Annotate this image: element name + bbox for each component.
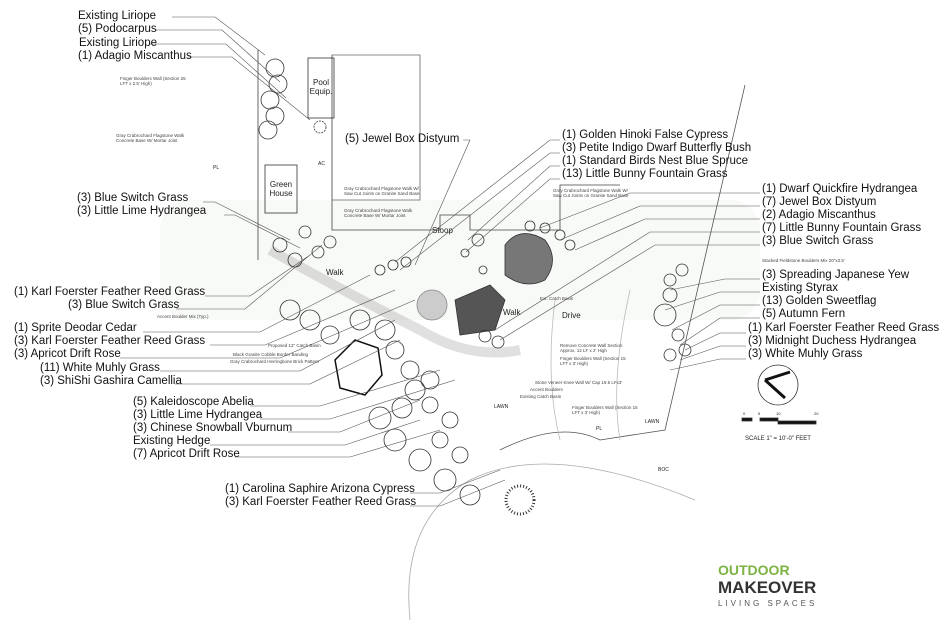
plant-label: (2) Adagio Miscanthus (762, 209, 876, 221)
walk-label-2: Walk (503, 308, 521, 317)
scale-tick: 0 (743, 411, 746, 416)
note-flagstone-2: Gray Crabrochard Flagstone Walk W/ Saw C… (344, 186, 420, 196)
note-accent-boulder-mix: Accent Boulder Mix (Typ.) (157, 314, 209, 319)
gazebo (334, 339, 383, 396)
plant-label: (3) Blue Switch Grass (77, 192, 189, 204)
note-flagstone-3: Gray Crabrochard Flagstone Walk Concrete… (344, 208, 413, 218)
plant-label: (1) Karl Foerster Feather Reed Grass (14, 286, 206, 298)
north-arrow-icon (757, 364, 799, 406)
note-existing-catch: Existing Catch Basin (520, 394, 562, 399)
property-line (257, 50, 620, 260)
plant-label: (11) White Muhly Grass (40, 362, 160, 374)
plant-label: (3) Apricot Drift Rose (14, 348, 121, 360)
scale-bar (741, 417, 817, 425)
plant-label: (3) Karl Foerster Feather Reed Grass (14, 335, 206, 347)
stoop-label: Stoop (432, 226, 453, 235)
plant-label: Existing Styrax (762, 282, 839, 294)
plant-label: (3) Petite Indigo Dwarf Butterfly Bush (562, 142, 752, 154)
plant-label: (5) Kaleidoscope Abelia (133, 396, 254, 408)
house-outline (331, 54, 421, 201)
plant-label: Existing Liriope (79, 37, 157, 49)
plant-label: (3) ShiShi Gashira Camellia (40, 375, 182, 387)
drive-edge (599, 84, 746, 441)
logo-makeover: MAKEOVER (718, 578, 817, 597)
logo-living-spaces: LIVING SPACES (718, 599, 818, 608)
scale-tick: 20 (814, 411, 819, 416)
note-granite-banding: Black Granite Cobble Border Banding (233, 352, 309, 357)
plant-label: (5) Autumn Fern (762, 308, 846, 320)
note-flagstone-1: Gray Crabrochard Flagstone Walk Concrete… (116, 133, 185, 143)
note-stacked-fieldstone: Stacked Fieldstone Boulders Mix 20"x3.5' (762, 258, 845, 263)
boc-curve (408, 463, 696, 621)
drive-left (550, 299, 561, 441)
plant-label: Existing Hedge (133, 435, 211, 447)
plant-label: (1) Carolina Saphire Arizona Cypress (225, 483, 415, 495)
note-finger-wall-3: Finger Boulders Wall (Section 15 LFT x 3… (572, 405, 638, 415)
plant-label: (1) Dwarf Quickfire Hydrangea (762, 183, 918, 195)
plant-label: (13) Little Bunny Fountain Grass (562, 168, 728, 180)
pool-equip-label: Pool Equip. (309, 78, 333, 96)
note-finger-boulders: Finger Boulders Wall (Section 25 LFT x 2… (120, 76, 186, 86)
plant-label: (1) Sprite Deodar Cedar (14, 322, 137, 334)
drive-label: Drive (562, 311, 581, 320)
drive-right (616, 289, 631, 441)
green-house-label: Green House (269, 180, 293, 198)
note-finger-wall-2: Finger Boulders Wall (Section 15 LFT x 3… (560, 356, 626, 366)
note-stone-veneer: Stone Veneer Knee Wall W/ Cap 19.5 LFx3' (535, 380, 623, 385)
plant-label: (1) Standard Birds Nest Blue Spruce (562, 155, 749, 167)
scale-tick: 5 (758, 411, 761, 416)
company-logo: OUTDOOR MAKEOVER LIVING SPACES (718, 562, 817, 609)
plant-label: Existing Liriope (78, 10, 156, 22)
pl-label-1: PL (213, 165, 220, 171)
plant-label: (5) Podocarpus (78, 23, 157, 35)
note-accent-boulders: Accent Boulders (530, 387, 563, 392)
plant-label: (5) Jewel Box Distyum (345, 133, 460, 145)
logo-outdoor: OUTDOOR (718, 562, 790, 578)
plant-label: (3) Karl Foerster Feather Reed Grass (225, 496, 417, 508)
plant-label: (3) Blue Switch Grass (762, 235, 874, 247)
pond (504, 233, 553, 285)
note-remove-wall: Remove Concrete Wall Section Approx. 12 … (560, 343, 623, 353)
pl-curve (499, 431, 601, 451)
leader-lines (120, 16, 760, 507)
plant-label: (13) Golden Sweetflag (762, 295, 877, 307)
plant-label: (3) Little Lime Hydrangea (133, 409, 263, 421)
plant-label: (7) Apricot Drift Rose (133, 448, 240, 460)
walk-path (267, 245, 521, 358)
lawn-label-1: LAWN (494, 404, 509, 410)
plant-label: (1) Karl Foerster Feather Reed Grass (748, 322, 940, 334)
plant-label: (3) White Muhly Grass (748, 348, 863, 360)
plant-label: (7) Little Bunny Fountain Grass (762, 222, 922, 234)
note-proposed-catch: Proposed 12" Catch Basin (268, 343, 321, 348)
patio-dark (454, 284, 506, 336)
boc-label: BOC (658, 467, 669, 473)
lawn-label-2: LAWN (645, 419, 660, 425)
plant-label: (1) Adagio Miscanthus (78, 50, 192, 62)
ac-label: AC (318, 161, 325, 167)
plant-symbols (258, 58, 692, 516)
green-house-box (264, 164, 298, 214)
watermark-graphic (160, 200, 760, 320)
pl-label-2: PL (596, 426, 603, 432)
walk-label-1: Walk (326, 268, 344, 277)
plant-label: (7) Jewel Box Distyum (762, 196, 877, 208)
plant-label: (3) Blue Switch Grass (68, 299, 180, 311)
scale-text: SCALE 1" = 10'-0" FEET (745, 436, 811, 442)
plant-label: (1) Golden Hinoki False Cypress (562, 129, 729, 141)
plant-label: (3) Chinese Snowball Vburnum (133, 422, 293, 434)
patio-circle (416, 289, 448, 321)
note-flagstone-4: Gray Crabrochard Flagstone Walk W/ Saw C… (553, 188, 629, 198)
plant-label: (3) Little Lime Hydrangea (77, 205, 207, 217)
scale-tick: 10 (776, 411, 781, 416)
plant-label: (3) Spreading Japanese Yew (762, 269, 910, 281)
note-herringbone: Gray Crabrochard Herringbone Brick Patte… (230, 359, 320, 364)
plant-label: (3) Midnight Duchess Hydrangea (748, 335, 917, 347)
note-catch-basin: Ext. Catch Basin (540, 296, 574, 301)
pool-equip-box (307, 57, 335, 119)
